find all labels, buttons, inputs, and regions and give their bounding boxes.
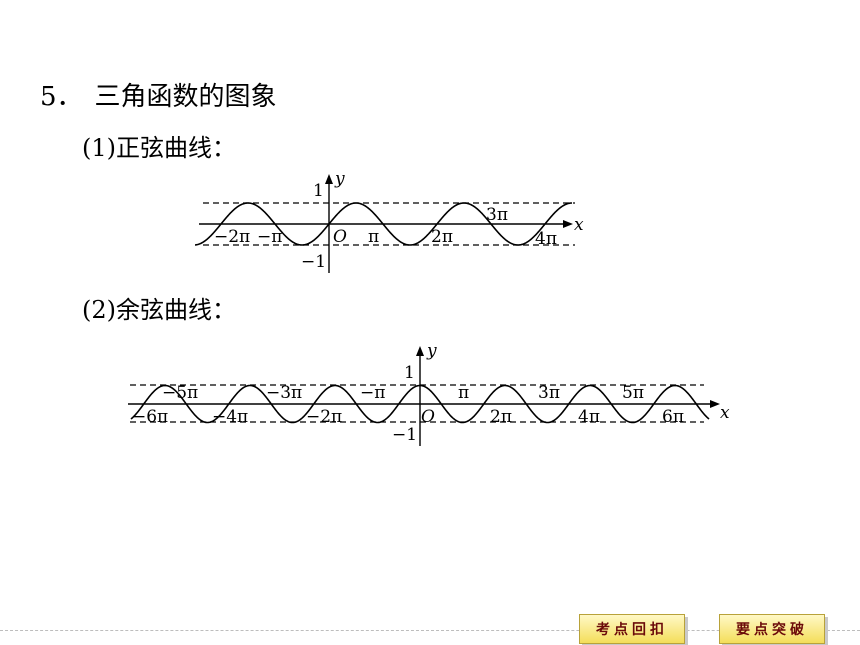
cosine-neg-one-label: −1 <box>392 425 417 445</box>
cosine-tick-pi: π <box>458 383 469 403</box>
cosine-tick-neg-2pi: −2π <box>306 407 342 427</box>
sine-origin-label: O <box>333 227 347 247</box>
review-button[interactable]: 考点回扣 <box>579 614 685 644</box>
sine-tick-2pi: 2π <box>431 227 453 247</box>
cosine-tick-6pi: 6π <box>662 407 684 427</box>
cosine-x-axis-label: x <box>720 403 730 423</box>
cosine-curve-label: (2)余弦曲线： <box>82 296 236 324</box>
footer-divider <box>0 630 860 631</box>
cosine-tick-neg-pi: −π <box>360 383 385 403</box>
breakthrough-button[interactable]: 要点突破 <box>719 614 825 644</box>
cosine-tick-neg-4pi: −4π <box>212 407 248 427</box>
cosine-one-label: 1 <box>404 363 415 383</box>
section-title: 三角函数的图象 <box>94 82 277 112</box>
cosine-tick-neg-5pi: −5π <box>162 383 198 403</box>
sine-tick-4pi: 4π <box>535 229 557 249</box>
sine-curve <box>195 202 573 246</box>
cosine-y-axis-label: y <box>426 341 437 361</box>
section-number: 5． <box>40 82 83 112</box>
sine-curve-label: (1)正弦曲线： <box>82 134 236 162</box>
sine-tick-pi: π <box>368 227 379 247</box>
sine-neg-one-label: −1 <box>301 252 326 272</box>
sine-y-axis-label: y <box>334 169 345 189</box>
sine-graph: y x 1 −1 O −2π −π π 2π 3π 4π <box>195 169 584 273</box>
cosine-origin-label: O <box>421 407 435 427</box>
sine-tick-3pi: 3π <box>486 205 508 225</box>
cosine-x-axis <box>128 400 720 408</box>
cosine-curve <box>130 384 710 424</box>
cosine-y-axis <box>416 346 424 446</box>
cosine-tick-neg-3pi: −3π <box>266 383 302 403</box>
sine-tick-neg-2pi: −2π <box>214 227 250 247</box>
sine-tick-neg-pi: −π <box>257 227 282 247</box>
sine-one-label: 1 <box>313 181 324 201</box>
sine-y-axis <box>325 174 333 273</box>
cosine-tick-4pi: 4π <box>578 407 600 427</box>
cosine-tick-5pi: 5π <box>622 383 644 403</box>
sine-x-axis-label: x <box>574 215 584 235</box>
cosine-tick-neg-6pi: −6π <box>132 407 168 427</box>
section-heading: 5． 三角函数的图象 <box>40 76 277 113</box>
cosine-tick-3pi: 3π <box>538 383 560 403</box>
cosine-graph: y x 1 −1 O −5π −3π −π π 3π 5π −6π −4π −2… <box>128 341 730 446</box>
cosine-tick-2pi: 2π <box>490 407 512 427</box>
